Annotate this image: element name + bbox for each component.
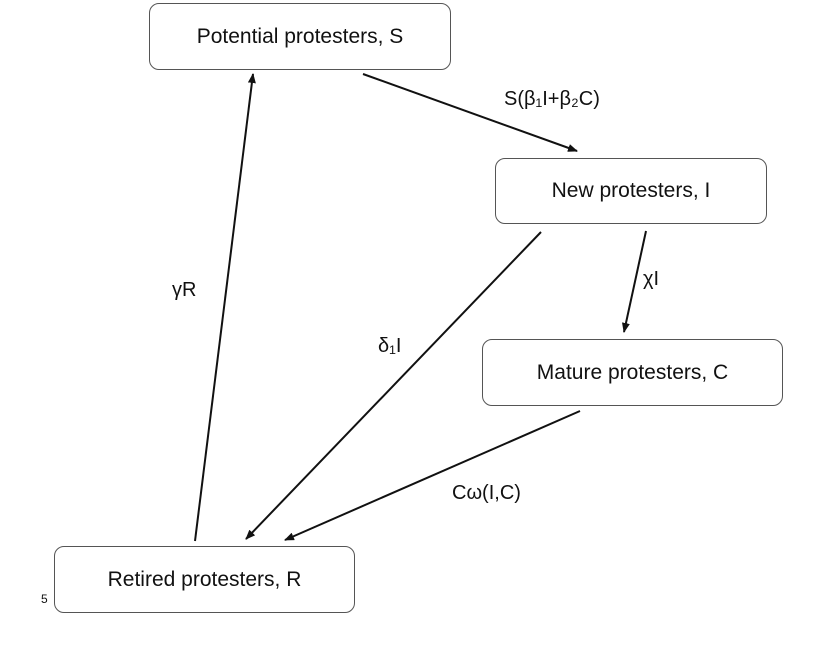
arrow-i-to-r bbox=[245, 231, 542, 540]
node-potential-protesters-label: Potential protesters, S bbox=[196, 24, 404, 48]
node-new-protesters: New protesters, I bbox=[495, 158, 767, 224]
arrow-i-to-c bbox=[622, 230, 647, 333]
node-retired-protesters-label: Retired protesters, R bbox=[107, 567, 302, 591]
page-number: 5 bbox=[41, 592, 48, 606]
edge-label-i-to-c: χI bbox=[643, 268, 660, 290]
edge-label-c-to-r: Cω(I,C) bbox=[452, 482, 521, 504]
edge-label-i-to-r: δ₁I bbox=[378, 335, 402, 357]
edge-label-r-to-s: γR bbox=[172, 279, 197, 301]
node-mature-protesters-label: Mature protesters, C bbox=[536, 360, 729, 384]
node-new-protesters-label: New protesters, I bbox=[551, 179, 711, 202]
edge-label-s-to-i: S(β₁I+β₂C) bbox=[504, 88, 600, 110]
node-potential-protesters: Potential protesters, S bbox=[149, 3, 451, 70]
arrow-c-to-r bbox=[284, 410, 581, 541]
arrow-s-to-i bbox=[362, 73, 578, 152]
node-mature-protesters: Mature protesters, C bbox=[482, 339, 783, 406]
node-retired-protesters: Retired protesters, R bbox=[54, 546, 355, 613]
arrow-r-to-s bbox=[194, 73, 256, 542]
